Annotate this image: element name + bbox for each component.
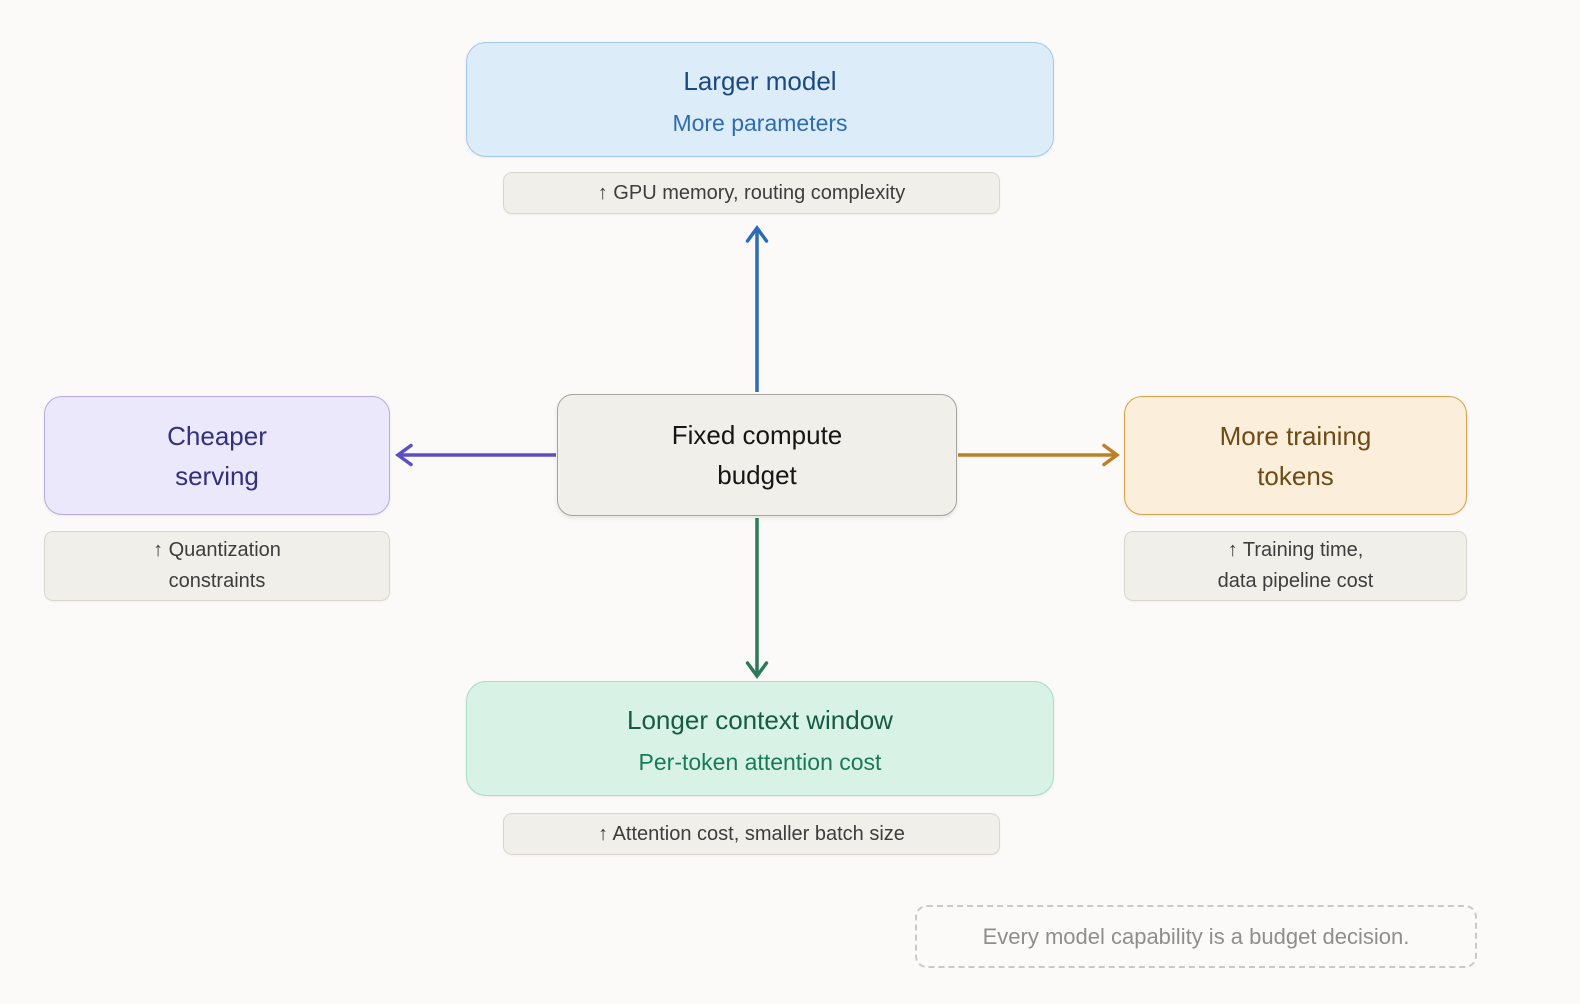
node-fixed-compute-budget: Fixed compute budget [557,394,957,516]
cost-cheaper-serving: ↑ Quantization constraints [44,531,390,601]
budget-decision-note: Every model capability is a budget decis… [915,905,1477,968]
cost-larger-model: ↑ GPU memory, routing complexity [503,172,1000,214]
node-larger-model-subtitle: More parameters [672,110,848,136]
cost-more-training-tokens: ↑ Training time, data pipeline cost [1124,531,1467,601]
node-more-training-tokens: More training tokens [1124,396,1467,515]
node-cheaper-serving-title: Cheaper serving [167,420,267,491]
cost-longer-context-window: ↑ Attention cost, smaller batch size [503,813,1000,855]
node-more-training-tokens-title: More training tokens [1219,420,1372,491]
node-larger-model: Larger model More parameters [466,42,1054,157]
node-larger-model-title: Larger model [683,66,837,96]
node-longer-context-window-subtitle: Per-token attention cost [638,749,882,775]
node-longer-context-window: Longer context window Per-token attentio… [466,681,1054,796]
node-cheaper-serving: Cheaper serving [44,396,390,515]
node-longer-context-window-title: Longer context window [627,705,893,735]
